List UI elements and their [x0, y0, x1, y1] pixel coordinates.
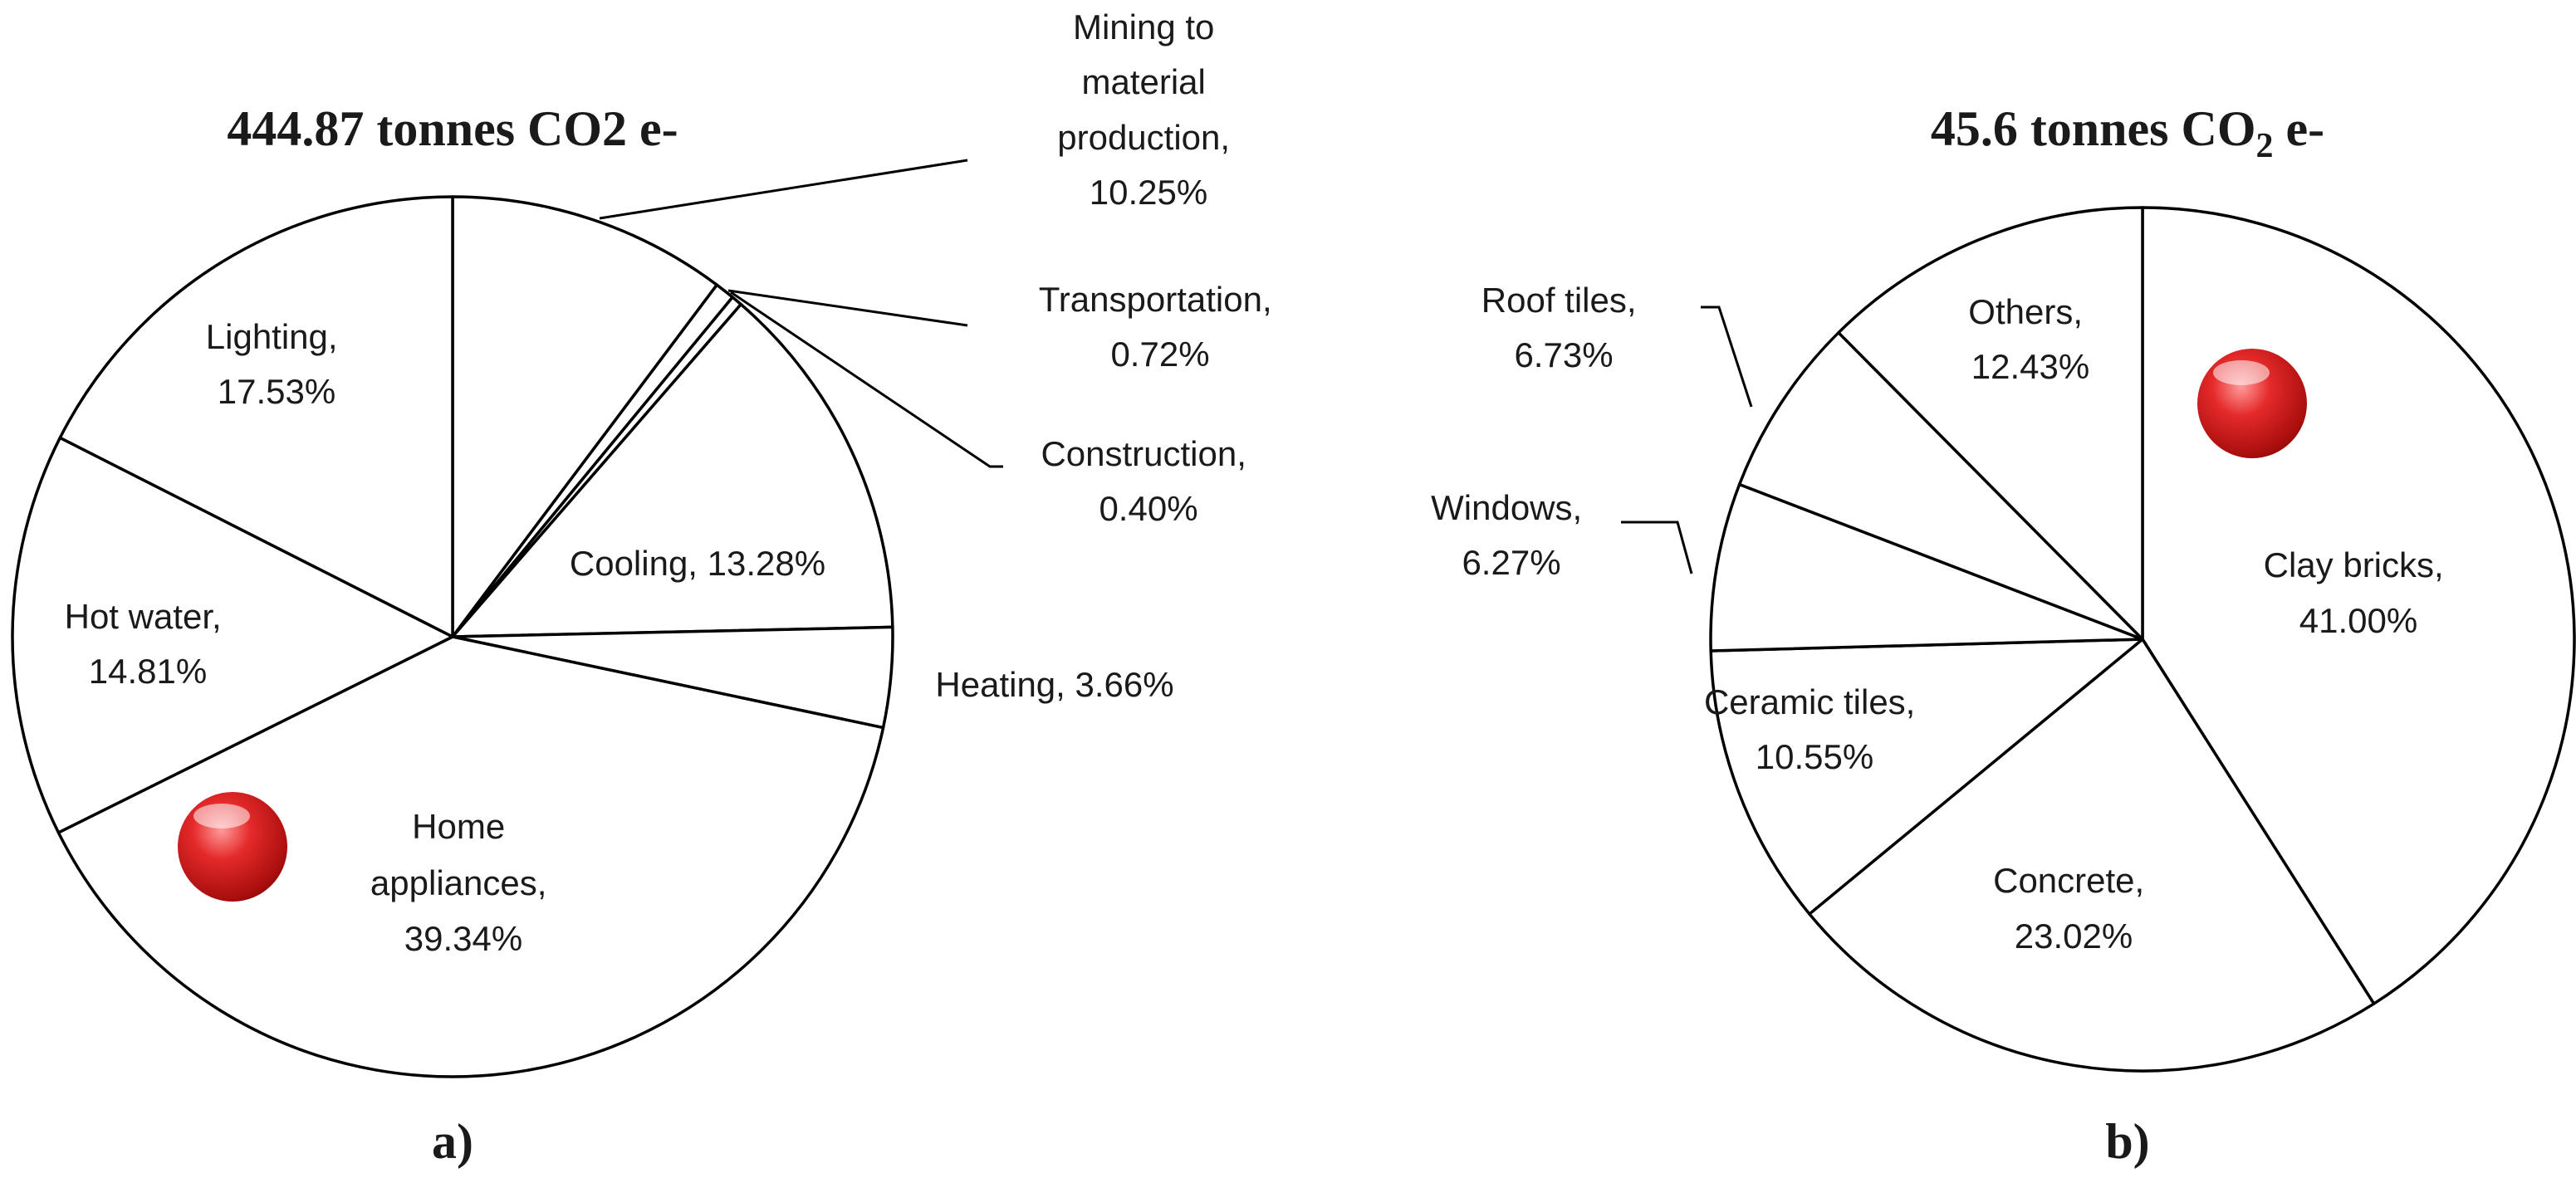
leader-roof-tiles — [1701, 305, 1753, 408]
label-roof-tiles: Roof tiles, 6.73% — [1481, 281, 1646, 374]
chart-b-slice-ceramic-tiles — [1709, 638, 2144, 916]
chart-b: 45.6 tonnes CO2 e- Clay bricks, 41.00% C… — [1431, 101, 2576, 1169]
red-sphere-icon — [178, 792, 287, 902]
chart-a-slice-home-appliances — [56, 635, 885, 1078]
chart-b-slice-windows — [1709, 482, 2144, 653]
chart-a: 444.87 tonnes CO2 e- Mining to material … — [11, 7, 1282, 1169]
chart-a-slice-hot-water — [11, 436, 454, 834]
leader-mining — [599, 159, 968, 220]
label-construction: Construction, 0.40% — [1041, 434, 1256, 528]
label-hot-water: Hot water, 14.81% — [65, 597, 232, 691]
label-home-appliances: Home appliances, 39.34% — [370, 807, 556, 958]
label-transportation: Transportation, 0.72% — [1039, 280, 1282, 374]
chart-a-slice-mining-to-material-production — [451, 195, 718, 638]
leader-construction — [730, 291, 1003, 468]
chart-b-slice-concrete — [1808, 638, 2376, 1073]
label-cooling: Cooling, 13.28% — [570, 544, 825, 583]
chart-a-slices — [11, 195, 894, 1078]
label-mining: Mining to material production, 10.25% — [1057, 7, 1239, 212]
chart-b-labels: Clay bricks, 41.00% Concrete, 23.02% Cer… — [1431, 281, 2454, 956]
chart-b-slice-roof-tiles — [1737, 330, 2144, 641]
chart-b-panel-label: b) — [2105, 1114, 2149, 1169]
label-others: Others, 12.43% — [1968, 292, 2092, 386]
label-ceramic-tiles: Ceramic tiles, 10.55% — [1704, 682, 1925, 776]
leader-transportation — [727, 289, 968, 327]
label-lighting: Lighting, 17.53% — [206, 317, 347, 411]
label-heating: Heating, 3.66% — [935, 665, 1173, 704]
label-windows: Windows, 6.27% — [1431, 488, 1592, 582]
chart-b-leaders — [1621, 305, 1753, 574]
label-clay-bricks: Clay bricks, 41.00% — [2264, 545, 2454, 640]
chart-a-slice-cooling — [451, 302, 894, 638]
label-concrete: Concrete, 23.02% — [1993, 861, 2154, 956]
chart-a-leaders — [599, 159, 1003, 468]
chart-b-slice-others — [1837, 206, 2144, 641]
chart-a-slice-lighting — [58, 195, 454, 638]
chart-a-panel-label: a) — [432, 1114, 473, 1169]
leader-windows — [1621, 521, 1693, 574]
chart-b-slices — [1709, 206, 2576, 1073]
red-sphere-icon — [2197, 349, 2307, 458]
chart-a-labels: Mining to material production, 10.25% Tr… — [65, 7, 1282, 958]
chart-b-title: 45.6 tonnes CO2 e- — [1931, 101, 2324, 165]
chart-a-title: 444.87 tonnes CO2 e- — [227, 101, 678, 156]
